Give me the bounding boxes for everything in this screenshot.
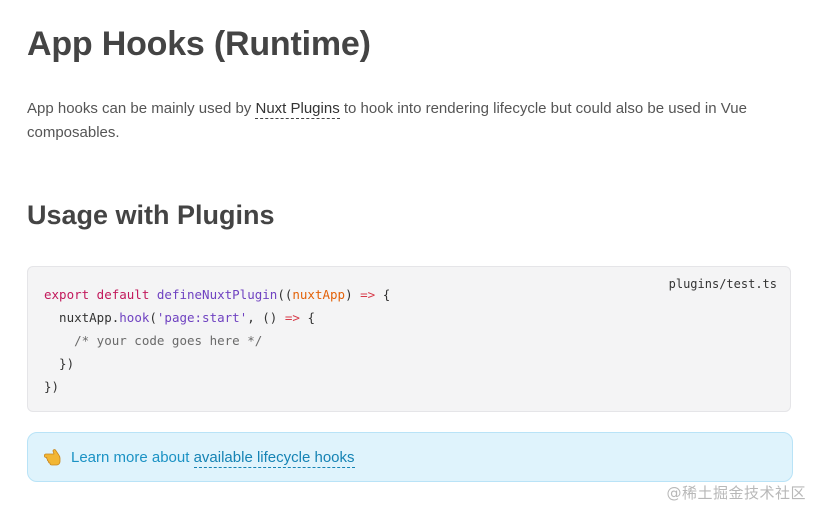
code-token: { <box>375 287 391 302</box>
pointing-hand-icon <box>43 447 66 467</box>
code-token: }) <box>44 356 75 371</box>
code-line: }) <box>44 352 390 375</box>
docs-content: App Hooks (Runtime) App hooks can be mai… <box>27 0 793 520</box>
code-token: /* your code goes here */ <box>44 333 263 348</box>
code-token: ) <box>345 287 361 302</box>
tip-callout: Learn more about available lifecycle hoo… <box>27 432 793 482</box>
code-token: }) <box>44 379 60 394</box>
page-title: App Hooks (Runtime) <box>27 25 371 63</box>
code-token: hook <box>119 310 150 325</box>
section-heading: Usage with Plugins <box>27 200 275 230</box>
intro-paragraph: App hooks can be mainly used by Nuxt Plu… <box>27 97 787 145</box>
code-token: (( <box>277 287 293 302</box>
code-token: => <box>360 287 376 302</box>
code-line: export default defineNuxtPlugin((nuxtApp… <box>44 283 390 306</box>
callout-text-lead: Learn more about <box>71 449 194 466</box>
code-filename: plugins/test.ts <box>668 277 777 291</box>
code-token: defineNuxtPlugin <box>156 287 278 302</box>
callout-text: Learn more about available lifecycle hoo… <box>71 448 355 468</box>
code-token: nuxtApp. <box>44 310 120 325</box>
code-token: { <box>299 310 315 325</box>
code-token: 'page:start' <box>156 310 248 325</box>
intro-text-before: App hooks can be mainly used by <box>27 100 256 117</box>
code-token: nuxtApp <box>292 287 346 302</box>
code-content: export default defineNuxtPlugin((nuxtApp… <box>44 283 390 398</box>
lifecycle-hooks-link[interactable]: available lifecycle hooks <box>193 449 355 468</box>
code-token: export default <box>44 287 157 302</box>
code-line: nuxtApp.hook('page:start', () => { <box>44 306 390 329</box>
code-line: }) <box>44 375 390 398</box>
code-token: => <box>284 310 300 325</box>
code-line: /* your code goes here */ <box>44 329 390 352</box>
watermark: @稀土掘金技术社区 <box>666 484 806 502</box>
code-token: ( <box>149 310 157 325</box>
code-block: plugins/test.ts export default defineNux… <box>27 266 791 412</box>
code-token: , () <box>247 310 285 325</box>
nuxt-plugins-link[interactable]: Nuxt Plugins <box>255 100 340 119</box>
intro-text-after: to hook into rendering lifecycle but cou… <box>27 100 747 141</box>
